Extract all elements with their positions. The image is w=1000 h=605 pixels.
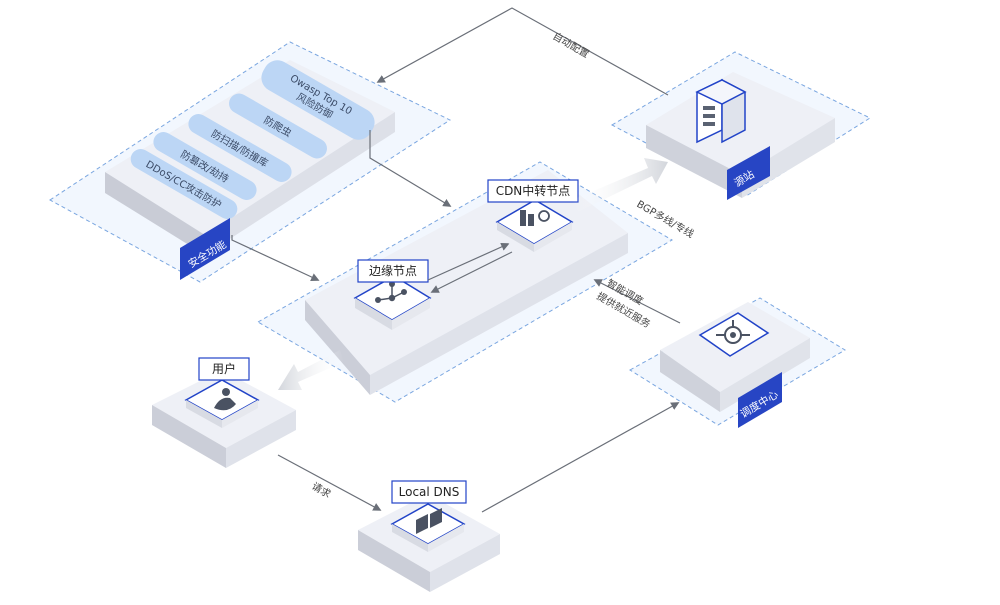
scheduler-node: 调度中心 — [629, 297, 846, 428]
edge-to-relay-arrow — [427, 242, 510, 281]
local-dns-label: Local DNS — [399, 485, 460, 499]
security-to-edge-arrow — [231, 235, 320, 281]
schedule-arrow — [593, 279, 681, 324]
share-icon — [375, 281, 407, 303]
dns-server-icon — [416, 508, 442, 534]
cdn-relay-label-box: CDN中转节点 — [487, 179, 579, 203]
auto-config-label: 自动配置 — [551, 29, 592, 60]
response-fat-arrow — [278, 350, 344, 390]
relay-to-edge-arrow — [430, 251, 513, 293]
security-panel: Owasp Top 10 风险防御 防爬虫 防扫描/防撞库 防篡改/劫持 DDo… — [49, 41, 452, 283]
user-icon — [214, 388, 236, 411]
cdn-relay-node: CDN中转节点 — [487, 179, 579, 252]
origin-node: 源站 — [610, 51, 872, 200]
local-dns-node: Local DNS — [358, 480, 500, 592]
request-arrow — [277, 454, 382, 511]
edge-label-box: 边缘节点 — [357, 259, 429, 283]
user-label-box: 用户 — [198, 357, 250, 381]
server-icon — [695, 78, 747, 144]
edge-node: 边缘节点 — [353, 259, 432, 330]
security-to-relay-arrow — [369, 130, 452, 207]
relay-server-icon — [520, 210, 550, 226]
scheduler-icon — [698, 312, 770, 357]
auto-config-arrow — [376, 7, 669, 96]
dns-to-scheduler-arrow — [481, 402, 680, 513]
bgp-fat-arrow — [572, 158, 668, 212]
cdn-relay-label: CDN中转节点 — [496, 183, 571, 198]
user-label: 用户 — [212, 361, 236, 376]
user-node: 用户 — [152, 357, 296, 468]
local-dns-label-box: Local DNS — [391, 480, 467, 504]
origin-tag: 源站 — [727, 146, 770, 200]
edge-label: 边缘节点 — [369, 264, 417, 278]
